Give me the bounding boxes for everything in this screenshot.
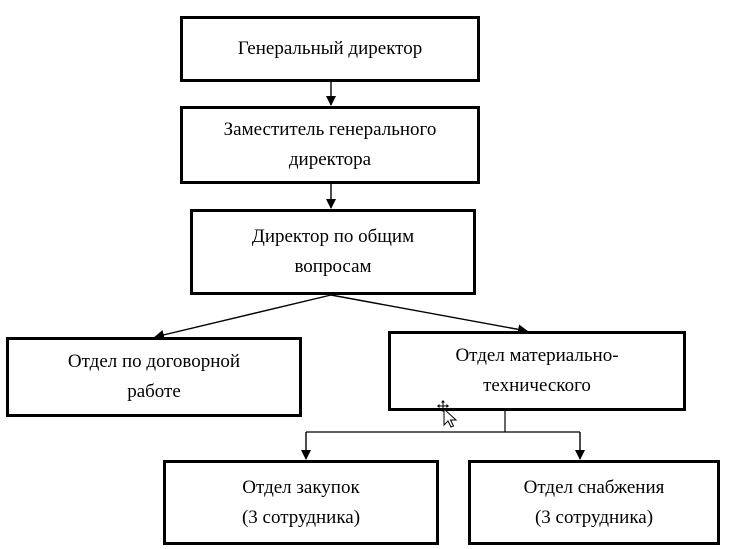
arrow-director-to-contract bbox=[154, 294, 332, 340]
box-supply-department: Отдел снабжения (3 сотрудника) bbox=[468, 460, 720, 545]
box-purchasing-department: Отдел закупок (3 сотрудника) bbox=[163, 460, 439, 545]
box-director-general-affairs: Директор по общим вопросам bbox=[190, 209, 476, 295]
supply-department-label: Отдел снабжения (3 сотрудника) bbox=[523, 476, 665, 528]
purchasing-department-label: Отдел закупок (3 сотрудника) bbox=[241, 476, 361, 528]
contract-department-label: Отдел по договорной работе bbox=[67, 351, 241, 402]
box-deputy-general-director: Заместитель генерального директора bbox=[180, 106, 480, 184]
logistics-department-label: Отдел материально- технического bbox=[455, 345, 619, 396]
box-general-director: Генеральный директор bbox=[180, 16, 480, 82]
move-cursor-icon bbox=[437, 400, 458, 428]
arrow-director-to-logistics bbox=[330, 294, 528, 335]
box-logistics-department: Отдел материально- технического bbox=[388, 331, 686, 411]
box-contract-department: Отдел по договорной работе bbox=[6, 337, 302, 417]
director-general-affairs-label: Директор по общим вопросам bbox=[251, 226, 415, 277]
deputy-general-director-label: Заместитель генерального директора bbox=[223, 119, 437, 170]
general-director-label: Генеральный директор bbox=[237, 38, 423, 59]
